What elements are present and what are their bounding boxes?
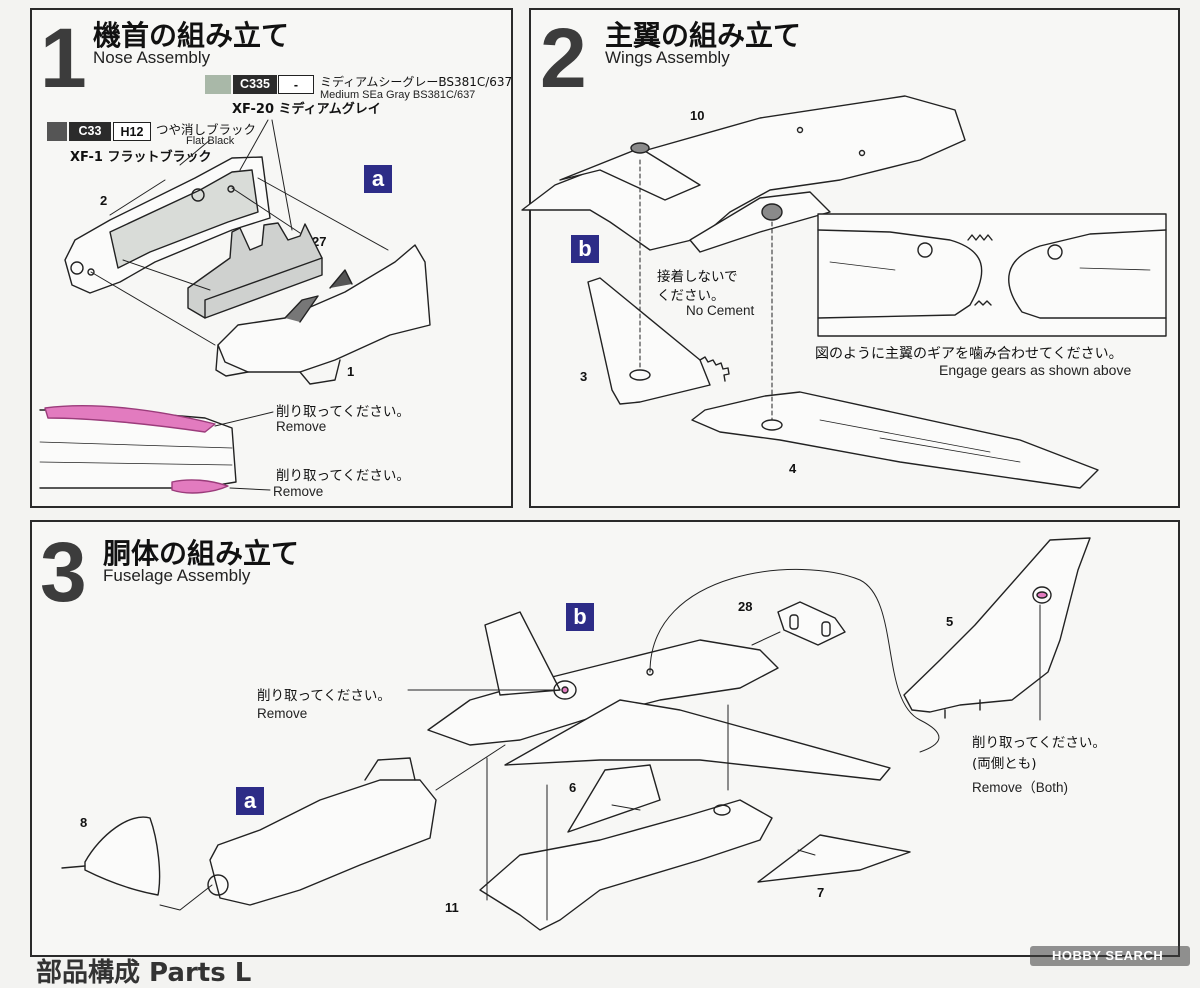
paint-gray-h-code: - xyxy=(278,75,314,94)
step2-title-jp: 主翼の組み立て xyxy=(605,19,802,52)
gears-note-jp: 図のように主翼のギアを噛み合わせてください。 xyxy=(815,346,1123,362)
remove-note-2-en: Remove xyxy=(273,484,324,499)
paint-gray-name-jp: ミディアムシーグレーBS381C/637 xyxy=(320,75,513,89)
step3-number: 3 xyxy=(40,525,87,619)
step2-panel xyxy=(529,8,1180,508)
step3-title-en: Fuselage Assembly xyxy=(103,566,251,585)
part-number-1: 1 xyxy=(347,364,355,379)
paint-black-xf: XF-1 フラットブラック xyxy=(70,150,212,165)
step1-title-en: Nose Assembly xyxy=(93,48,211,67)
part-number-4: 4 xyxy=(789,461,797,476)
remove-both-jp-1: 削り取ってください。 xyxy=(972,735,1106,751)
part-number-10: 10 xyxy=(690,108,705,123)
paint-black-swatch xyxy=(47,122,67,141)
remove-both-jp-2: (両側とも) xyxy=(972,756,1037,772)
part-number-11: 11 xyxy=(445,900,459,915)
paint-gray-swatch xyxy=(205,75,231,94)
no-cement-en: No Cement xyxy=(686,303,755,318)
step3-b-tag: b xyxy=(566,603,594,631)
step3-title-jp: 胴体の組み立て xyxy=(103,537,300,570)
step1-title-jp: 機首の組み立て xyxy=(93,19,290,52)
remove-note-1-jp: 削り取ってください。 xyxy=(276,404,410,420)
part-number-2: 2 xyxy=(100,193,108,208)
step2-number: 2 xyxy=(540,11,587,105)
remove-note-2-jp: 削り取ってください。 xyxy=(276,468,410,484)
remove-fuselage-en: Remove xyxy=(257,706,308,721)
part-number-27: 27 xyxy=(312,234,327,249)
part-number-5: 5 xyxy=(946,614,954,629)
remove-note-1-en: Remove xyxy=(276,419,327,434)
paint-black-name-jp: つや消しブラック xyxy=(156,122,257,137)
no-cement-jp-2: ください。 xyxy=(657,288,725,304)
parts-list-heading: 部品構成 Parts L xyxy=(36,958,252,988)
watermark-badge xyxy=(1030,946,1190,966)
step1-number: 1 xyxy=(40,11,87,105)
step3-a-tag: a xyxy=(236,787,264,815)
paint-gray-xf: XF-20 ミディアムグレイ xyxy=(232,102,381,117)
paint-gray-code: C335 xyxy=(233,75,277,94)
part-number-6: 6 xyxy=(569,780,577,795)
gears-note-en: Engage gears as shown above xyxy=(939,362,1132,378)
paint-black-code: C33 xyxy=(69,122,111,141)
subassembly-a-tag: a xyxy=(364,165,392,193)
no-cement-jp-1: 接着しないで xyxy=(657,269,738,285)
part-number-28: 28 xyxy=(738,599,753,614)
part-number-8: 8 xyxy=(80,815,88,830)
subassembly-b-tag: b xyxy=(571,235,599,263)
part-number-7: 7 xyxy=(817,885,825,900)
paint-black-h-code: H12 xyxy=(113,122,151,141)
paint-gray-name-en: Medium SEa Gray BS381C/637 xyxy=(320,89,476,101)
remove-fuselage-jp: 削り取ってください。 xyxy=(257,688,391,704)
part-number-3: 3 xyxy=(580,369,588,384)
step2-title-en: Wings Assembly xyxy=(605,48,730,67)
watermark-text: HOBBY SEARCH xyxy=(1052,948,1164,963)
remove-both-en: Remove（Both) xyxy=(972,780,1069,795)
